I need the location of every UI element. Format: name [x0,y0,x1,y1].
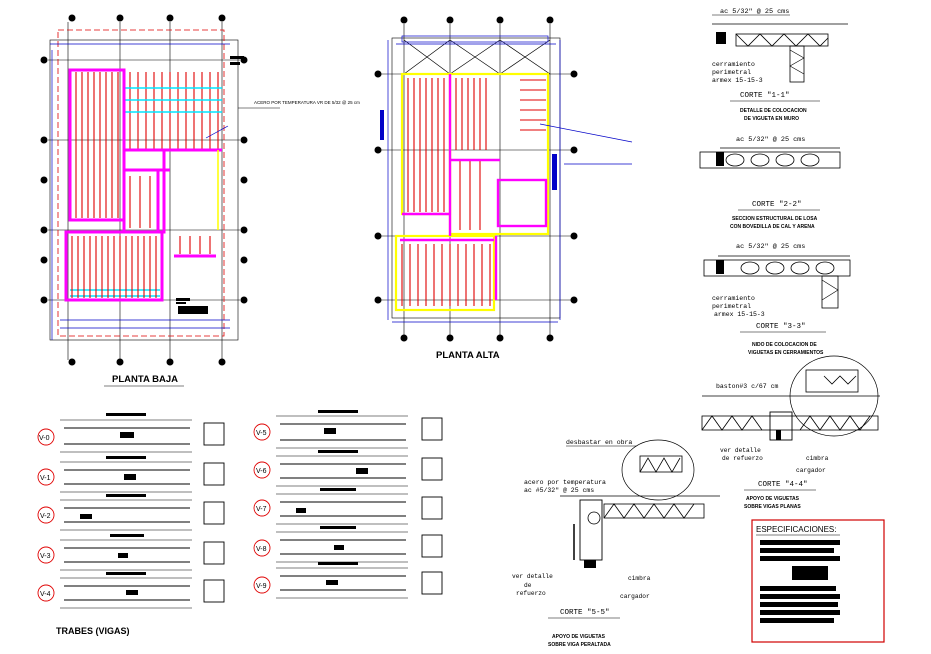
ground-grid-lines [48,22,240,360]
c55-desbastar: desbastar en obra [566,439,632,446]
c11-caption-1: DETALLE DE COLOCACION [740,108,807,114]
c33-note-1: cerramiento [712,295,755,302]
c33-title: CORTE "3-3" [756,323,806,331]
beam-label-v2: V-2 [40,513,51,520]
section-5-5: desbastar en obra acero por temperatura … [512,439,720,648]
c55-cimbra: cimbra [628,575,651,582]
ground-cyan-strips [70,87,222,297]
upper-blue-bar [552,154,557,190]
c33-top-label: ac 5/32" @ 25 cms [736,243,805,251]
upper-roof-cross [403,39,551,75]
c55-cargador: cargador [620,593,650,600]
c33-note-2: perimetral [712,303,751,310]
c11-note-2: perimetral [712,69,751,76]
specs-title: ESPECIFICACIONES: [756,525,836,534]
ground-beams [64,68,222,302]
ground-plan-title: PLANTA BAJA [112,374,178,385]
c44-cimbra: cimbra [806,455,829,462]
upper-beams [400,74,548,300]
c44-caption-1: APOYO DE VIGUETAS [746,496,800,502]
specs-text-lines [760,540,840,623]
ground-small-labels [176,56,244,304]
c44-ver-detalle-1: ver detalle [720,447,761,454]
upper-grid-lines [380,24,572,340]
beam-label-v0: V-0 [39,435,50,442]
upper-joists [401,78,546,306]
beams-left-column: V-0 V-1 V-2 V-3 V-4 [37,413,225,609]
c44-cargador: cargador [796,467,826,474]
c33-note-3: armex 15-15-3 [714,311,765,318]
c11-caption-2: DE VIGUETA EN MURO [744,116,799,122]
beam-label-v7: V-7 [256,506,267,513]
section-3-3: ac 5/32" @ 25 cms cerramiento perimetral… [703,243,851,356]
c11-title: CORTE "1-1" [740,92,790,100]
ground-lower-joists [71,176,211,298]
c44-caption-2: SOBRE VIGAS PLANAS [744,504,801,510]
beam-label-v9: V-9 [256,583,267,590]
c55-acero-2: ac #5/32" @ 25 cms [524,487,594,494]
ground-losa-tag [178,306,208,314]
ground-acero-note: ACERO POR TEMPERATURA VR DE 5/32 @ 25 cm [254,100,360,105]
ground-axis-markers [40,14,248,366]
upper-yellow-outlines [394,72,550,312]
beam-label-v4: V-4 [40,591,51,598]
c11-top-label: ac 5/32" @ 25 cms [720,8,789,16]
c44-ver-detalle-2: de refuerzo [722,455,763,462]
beams-right-column: V-5 V-6 V-7 V-8 V-9 [253,410,443,599]
upper-floor-plan: PLANTA ALTA [374,16,633,361]
c55-acero-1: acero por temperatura [524,479,606,486]
c22-title: CORTE "2-2" [752,201,802,209]
beam-label-v6: V-6 [256,468,267,475]
c22-caption-1: SECCION ESTRUCTURAL DE LOSA [732,216,818,222]
upper-dimensions [387,35,633,323]
ground-dimensions [50,43,230,340]
upper-blue-bar-left [380,110,384,140]
c55-caption-1: APOYO DE VIGUETAS [552,634,606,640]
c55-ver-detalle-2: de [524,582,532,589]
beam-label-v1: V-1 [40,475,51,482]
ground-floor-plan: ACERO POR TEMPERATURA VR DE 5/32 @ 25 cm… [40,14,360,387]
c55-ver-detalle-1: ver detalle [512,573,553,580]
section-1-1: ac 5/32" @ 25 cms cerramiento perimetral… [712,8,848,122]
c33-caption-1: NIDO DE COLOCACION DE [752,342,817,348]
beam-label-v3: V-3 [40,553,51,560]
c44-top-label: baston#3 c/67 cm [716,383,779,390]
beam-label-v5: V-5 [256,430,267,437]
c55-caption-2: SOBRE VIGA PERALTADA [548,642,611,648]
beam-label-v8: V-8 [256,546,267,553]
c22-caption-2: CON BOVEDILLA DE CAL Y ARENA [730,224,815,230]
c33-caption-2: VIGUETAS EN CERRAMIENTOS [748,350,824,356]
c11-note-1: cerramiento [712,61,755,68]
c55-ver-detalle-3: refuerzo [516,590,546,597]
c44-title: CORTE "4-4" [758,481,808,489]
specifications-box: ESPECIFICACIONES: [751,519,885,643]
section-4-4: baston#3 c/67 cm ver detalle de refuerzo… [701,355,880,510]
ground-lot-boundary [57,29,225,337]
c55-title: CORTE "5-5" [560,609,610,617]
c22-top-label: ac 5/32" @ 25 cms [736,136,805,144]
c11-note-3: armex 15-15-3 [712,77,763,84]
upper-axis-markers [374,16,578,342]
upper-plan-title: PLANTA ALTA [436,350,500,361]
beams-title: TRABES (VIGAS) [56,626,130,636]
ground-upper-joists [75,72,219,218]
section-2-2: ac 5/32" @ 25 cms CORTE "2-2" SECCION ES… [699,136,841,230]
